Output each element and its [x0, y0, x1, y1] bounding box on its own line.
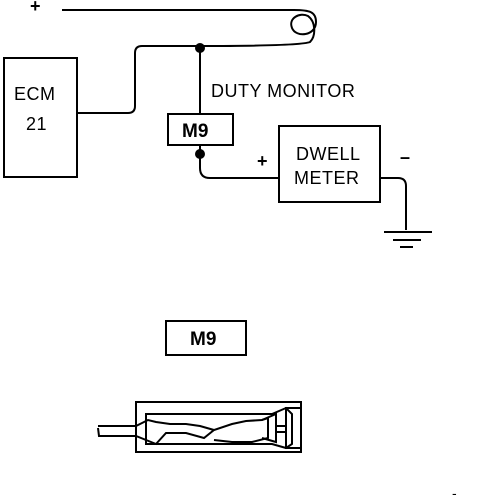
- ecm-number-label: 21: [26, 114, 47, 134]
- m9-connector-label: M9: [182, 121, 208, 142]
- m9-to-meter-wire: [199, 145, 278, 179]
- m9-connector-face-label: M9: [190, 329, 216, 350]
- meter-minus-sign: –: [400, 147, 410, 167]
- ecm-lead-wire: [77, 45, 200, 114]
- dwell-meter-label-line2: METER: [294, 168, 360, 188]
- splice-dot: [195, 43, 205, 53]
- wires: [62, 9, 407, 230]
- ground-symbol-icon: [384, 231, 432, 248]
- dwell-meter-label: DWELL: [296, 144, 361, 164]
- dwell-meter-box: DWELL METER: [278, 125, 381, 203]
- m9-connector-box: M9: [167, 113, 234, 146]
- ecm-label: ECM: [14, 84, 56, 104]
- ecm-box: ECM 21: [3, 57, 78, 178]
- duty-monitor-label: DUTY MONITOR: [211, 81, 355, 101]
- supply-wire: [62, 9, 318, 47]
- supply-plus-sign: +: [30, 0, 41, 16]
- corner-mark: -: [452, 485, 457, 500]
- connector-plug-icon: [97, 401, 302, 453]
- terminal-dot: [195, 149, 205, 159]
- meter-plus-sign: +: [257, 151, 268, 171]
- meter-ground-wire: [380, 177, 407, 230]
- m9-connector-face: M9: [165, 320, 247, 356]
